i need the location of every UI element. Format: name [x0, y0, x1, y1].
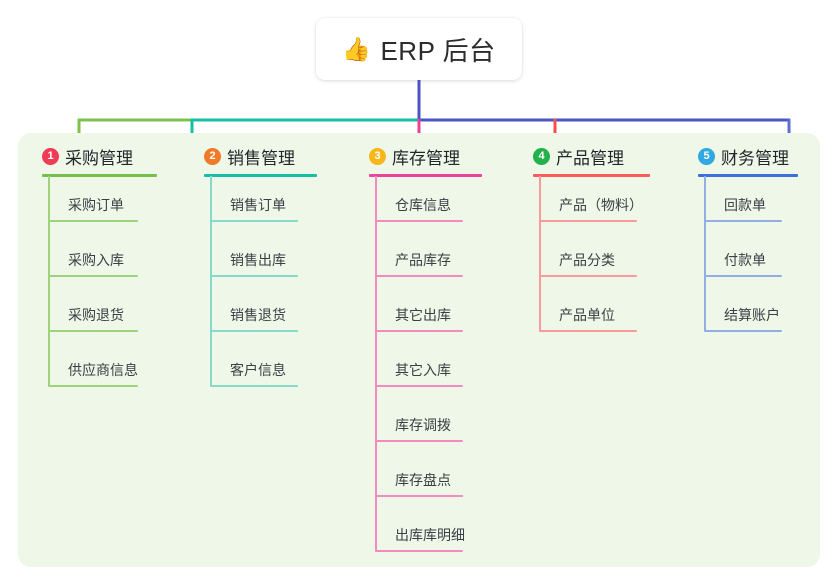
branch-header-4[interactable]: 4 产品管理	[533, 144, 624, 169]
branch-header-5[interactable]: 5 财务管理	[698, 144, 789, 169]
branch-number-badge: 5	[698, 148, 715, 165]
root-title-text: ERP 后台	[380, 35, 496, 66]
branch-item-label: 采购退货	[68, 307, 124, 323]
branch-item-rule	[375, 385, 463, 387]
branch-item-rule	[210, 220, 298, 222]
branch-header-rule	[204, 174, 317, 177]
branch-header-rule	[42, 174, 157, 177]
branch-item-label: 回款单	[724, 197, 766, 213]
branch-item-label: 产品单位	[559, 307, 615, 323]
branch-spine	[539, 176, 541, 331]
branch-item-label: 付款单	[724, 252, 766, 268]
branch-spine	[210, 176, 212, 386]
branch-item-label: 采购订单	[68, 197, 124, 213]
branch-item-label: 其它出库	[395, 307, 451, 323]
branch-title: 销售管理	[227, 149, 295, 168]
branch-item-rule	[539, 220, 637, 222]
branch-item-rule	[375, 550, 463, 552]
branch-item-rule	[210, 385, 298, 387]
branch-number-badge: 4	[533, 148, 550, 165]
branch-item-label: 采购入库	[68, 252, 124, 268]
root-node-card[interactable]: 👍 ERP 后台	[316, 18, 522, 80]
branch-item-rule	[48, 330, 138, 332]
branch-item-rule	[375, 495, 463, 497]
branch-item-rule	[375, 330, 463, 332]
branch-title: 库存管理	[392, 149, 460, 168]
branch-spine	[375, 176, 377, 551]
branch-item-label: 产品（物料）	[559, 197, 643, 213]
branch-title: 采购管理	[65, 149, 133, 168]
branch-item-label: 产品分类	[559, 252, 615, 268]
branch-item-label: 客户信息	[230, 362, 286, 378]
branch-item-rule	[48, 275, 138, 277]
branch-header-2[interactable]: 2 销售管理	[204, 144, 295, 169]
branch-item-rule	[539, 330, 637, 332]
branch-item-label: 销售出库	[230, 252, 286, 268]
branch-header-3[interactable]: 3 库存管理	[369, 144, 460, 169]
branch-number-badge: 2	[204, 148, 221, 165]
branch-number-badge: 1	[42, 148, 59, 165]
branch-item-rule	[210, 275, 298, 277]
branch-header-rule	[698, 174, 798, 177]
branch-item-rule	[539, 275, 637, 277]
branch-title: 财务管理	[721, 149, 789, 168]
branch-header-rule	[369, 174, 482, 177]
branch-header-rule	[533, 174, 650, 177]
branch-item-label: 出库库明细	[395, 527, 465, 543]
branch-item-label: 库存盘点	[395, 472, 451, 488]
branch-item-label: 其它入库	[395, 362, 451, 378]
branches-panel: 1 采购管理采购订单采购入库采购退货供应商信息 2 销售管理销售订单销售出库销售退货客…	[18, 133, 820, 567]
branch-item-label: 销售退货	[230, 307, 286, 323]
branch-spine	[704, 176, 706, 331]
root-title: 👍 ERP 后台	[342, 31, 495, 68]
thumbs-up-icon: 👍	[342, 35, 372, 62]
branch-item-label: 库存调拨	[395, 417, 451, 433]
branch-header-1[interactable]: 1 采购管理	[42, 144, 133, 169]
branch-item-rule	[704, 330, 782, 332]
branch-item-rule	[375, 275, 463, 277]
branch-item-label: 供应商信息	[68, 362, 138, 378]
branch-item-rule	[48, 385, 138, 387]
branch-item-rule	[48, 220, 138, 222]
branch-item-label: 销售订单	[230, 197, 286, 213]
branch-title: 产品管理	[556, 149, 624, 168]
branch-item-rule	[704, 275, 782, 277]
branch-item-rule	[375, 220, 463, 222]
branch-item-rule	[210, 330, 298, 332]
branch-item-rule	[375, 440, 463, 442]
branch-item-label: 仓库信息	[395, 197, 451, 213]
branch-spine	[48, 176, 50, 386]
branch-number-badge: 3	[369, 148, 386, 165]
branch-item-rule	[704, 220, 782, 222]
branch-item-label: 结算账户	[724, 307, 780, 323]
branch-item-label: 产品库存	[395, 252, 451, 268]
